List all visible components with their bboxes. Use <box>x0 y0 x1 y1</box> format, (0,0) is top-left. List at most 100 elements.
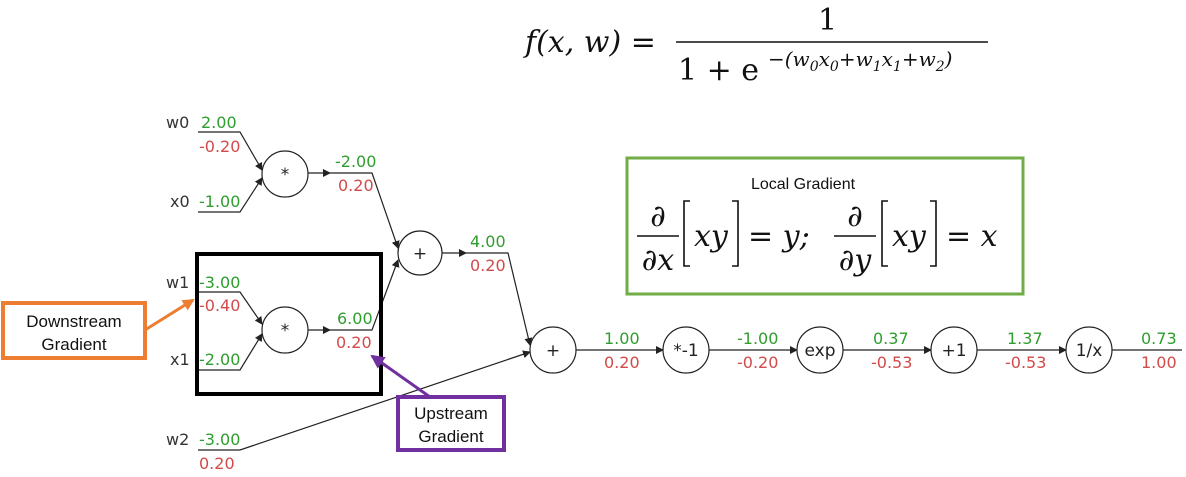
formula-lhs: f(x, w) = <box>523 25 656 60</box>
reciprocal-forward: 0.73 <box>1141 329 1177 348</box>
partial-dx: ∂x <box>642 243 675 278</box>
node-mul-1-op: * <box>281 321 290 341</box>
wire-mul0-to-add <box>330 172 400 249</box>
input-name-w1: w1 <box>166 273 189 292</box>
local-gradient-border <box>625 156 1025 296</box>
xy-2: xy <box>892 219 927 254</box>
add-0-backward: 0.20 <box>470 256 506 275</box>
upstream-callout-line2: Gradient <box>418 427 483 446</box>
input-name-w0: w0 <box>166 113 189 132</box>
plus-one-backward: -0.53 <box>1005 353 1046 372</box>
wire-x0 <box>198 177 263 213</box>
exponent-x: x <box>819 47 830 71</box>
exponent-start: −(w <box>768 47 810 71</box>
negate-forward: -1.00 <box>737 329 778 348</box>
node-negate-op: *-1 <box>673 341 698 361</box>
mul-1-forward: 6.00 <box>337 309 373 328</box>
local-gradient-title: Local Gradient <box>751 176 856 193</box>
node-exp-op: exp <box>804 341 835 361</box>
wire-mul1-to-add <box>330 259 400 331</box>
exponent-sub-x0: 0 <box>830 59 839 75</box>
wire-add0-to-add1 <box>466 252 533 346</box>
exponent-sub-x1: 1 <box>893 59 902 75</box>
node-outputs: -2.00 0.20 6.00 0.20 4.00 0.20 1.00 0.20… <box>335 152 1177 372</box>
exponent-x1: x <box>882 47 893 71</box>
mul-1-backward: 0.20 <box>336 333 372 352</box>
exponent-close: ) <box>944 47 953 71</box>
input-backward-w2: 0.20 <box>199 454 235 473</box>
node-mul-0-op: * <box>281 165 290 185</box>
graph-inputs: w0 2.00 -0.20 x0 -1.00 w1 -3.00 -0.40 x1… <box>166 113 240 473</box>
exponent-plus-w1: +w <box>839 47 873 71</box>
bracket-left-2 <box>881 200 888 267</box>
wire-w1 <box>198 291 263 325</box>
node-plus-one: +1 <box>930 326 978 374</box>
node-add-1-op: + <box>546 341 560 361</box>
upstream-callout: Upstream Gradient <box>370 354 506 452</box>
downstream-callout-line1: Downstream <box>26 312 121 331</box>
mul-0-backward: 0.20 <box>338 176 374 195</box>
graph-nodes: * * + + *-1 exp +1 1/x <box>261 150 1113 374</box>
downstream-callout-line2: Gradient <box>41 335 106 354</box>
wire-w0 <box>198 131 263 171</box>
node-reciprocal-op: 1/x <box>1076 341 1103 361</box>
node-add-0: + <box>397 230 443 276</box>
reciprocal-backward: 1.00 <box>1141 353 1177 372</box>
equals-x: = x <box>946 219 998 254</box>
multiply-gate-highlight-box <box>195 252 383 396</box>
add-0-forward: 4.00 <box>470 232 506 251</box>
add-1-forward: 1.00 <box>604 329 640 348</box>
mul-0-forward: -2.00 <box>335 152 376 171</box>
node-mul-0: * <box>261 150 309 198</box>
local-gradient-box: Local Gradient ∂ ∂x xy = y; ∂ ∂y xy = x <box>625 156 1025 296</box>
exp-forward: 0.37 <box>873 329 909 348</box>
bracket-left-1 <box>683 200 690 267</box>
input-name-x0: x0 <box>170 192 190 211</box>
bracket-right-2 <box>930 200 937 267</box>
upstream-callout-line1: Upstream <box>414 404 488 423</box>
input-forward-x1: -2.00 <box>199 350 240 369</box>
input-forward-w1: -3.00 <box>199 273 240 292</box>
exponent-sub-w2: 2 <box>935 59 945 75</box>
node-reciprocal: 1/x <box>1065 326 1113 374</box>
sigmoid-formula: f(x, w) = 1 1 + e −(w0x0+w1x1+w2) <box>523 3 988 88</box>
node-negate: *-1 <box>662 326 710 374</box>
upstream-callout-box <box>396 395 506 452</box>
formula-exponent: −(w0x0+w1x1+w2) <box>768 47 952 75</box>
formula-numerator: 1 <box>818 3 837 38</box>
downstream-callout-arrow <box>144 298 195 332</box>
input-backward-w0: -0.20 <box>199 137 240 156</box>
node-add-1: + <box>529 326 577 374</box>
downstream-callout: Downstream Gradient <box>1 298 195 360</box>
node-plus-one-op: +1 <box>941 341 966 361</box>
wire-w2 <box>198 350 531 451</box>
plus-one-forward: 1.37 <box>1007 329 1043 348</box>
equals-y: = y; <box>748 219 810 254</box>
node-mul-1: * <box>261 306 309 354</box>
partial-dy: ∂y <box>839 243 873 278</box>
node-exp: exp <box>796 326 844 374</box>
partial-symbol: ∂ <box>650 199 666 234</box>
xy-1: xy <box>694 219 729 254</box>
wire-x1 <box>198 333 263 371</box>
exponent-sub-w0: 0 <box>810 59 819 75</box>
exponent-plus-w2: +w <box>902 47 936 71</box>
input-name-w2: w2 <box>166 430 189 449</box>
graph-wires <box>198 131 1182 451</box>
exp-backward: -0.53 <box>871 353 912 372</box>
formula-denominator-base: 1 + e <box>678 53 759 88</box>
upstream-callout-arrow <box>370 354 431 399</box>
bracket-right-1 <box>732 200 739 267</box>
input-backward-w1: -0.40 <box>199 296 240 315</box>
input-name-x1: x1 <box>170 350 190 369</box>
node-add-0-op: + <box>413 244 427 264</box>
downstream-callout-box <box>1 301 147 360</box>
input-forward-w2: -3.00 <box>199 430 240 449</box>
partial-symbol-2: ∂ <box>847 199 863 234</box>
exponent-sub-w1: 1 <box>873 59 882 75</box>
add-1-backward: 0.20 <box>604 353 640 372</box>
input-forward-w0: 2.00 <box>201 113 237 132</box>
input-forward-x0: -1.00 <box>199 192 240 211</box>
negate-backward: -0.20 <box>737 353 778 372</box>
